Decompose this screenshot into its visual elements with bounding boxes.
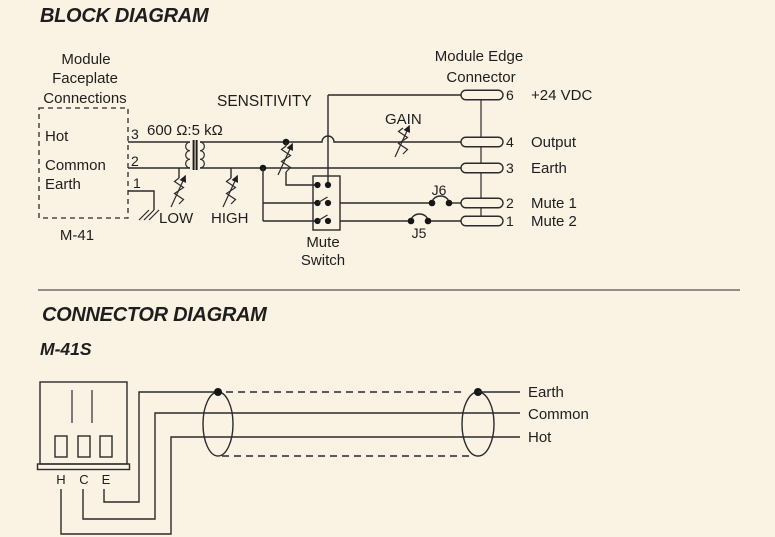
hot-conductor <box>60 436 520 535</box>
edge-pin-2-label: Mute 1 <box>531 195 577 212</box>
edge-connector-heading-line1: Module Edge <box>435 48 523 65</box>
edge-pin-2-number: 2 <box>506 195 514 211</box>
edge-connector-heading-line2: Connector <box>446 69 515 86</box>
faceplate-pin-3-number: 3 <box>131 126 139 142</box>
terminal-e-label: E <box>102 472 111 487</box>
jumper-j6-label: J6 <box>432 182 447 198</box>
mute-switch-label-line2: Switch <box>301 252 345 269</box>
jumper-j5-label: J5 <box>412 225 427 241</box>
faceplate-heading: Module Faceplate Connections <box>43 51 126 107</box>
high-pot-label: HIGH <box>211 210 249 227</box>
transformer-ratio-label: 600 Ω:5 kΩ <box>147 122 223 139</box>
edge-pin-1 <box>460 215 504 227</box>
output-wire <box>200 135 461 143</box>
faceplate-pin-2-number: 2 <box>131 153 139 169</box>
cable-sheath-right <box>461 391 495 457</box>
cable-wiring: Earth Common Hot <box>60 384 589 535</box>
cable-common-label: Common <box>528 406 589 423</box>
gain-label: GAIN <box>385 111 422 128</box>
sensitivity-pot: SENSITIVITY <box>217 93 317 186</box>
faceplate-heading-line2: Faceplate <box>52 70 118 87</box>
mute-switch: Mute Switch <box>259 164 345 269</box>
faceplate-pin-common-label: Common <box>45 157 106 174</box>
edge-pin-6-label: +24 VDC <box>531 87 592 104</box>
jumper-j6: J6 <box>340 182 461 207</box>
faceplate-pin-earth-label: Earth <box>45 176 81 193</box>
switch-blade <box>317 196 328 204</box>
faceplate-pin-hot-label: Hot <box>45 128 69 145</box>
sensitivity-label: SENSITIVITY <box>217 93 312 110</box>
mute-switch-label-line1: Mute <box>306 234 339 251</box>
jumper-j5: J5 <box>340 213 461 241</box>
edge-pin-6 <box>460 89 504 101</box>
faceplate-heading-line1: Module <box>61 51 110 68</box>
high-pot: HIGH <box>211 168 249 227</box>
connector-diagram-title: CONNECTOR DIAGRAM <box>42 304 268 326</box>
low-pot: LOW <box>159 168 194 227</box>
edge-pin-3 <box>460 162 504 174</box>
cable-earth-label: Earth <box>528 384 564 401</box>
connector-module-name: M-41S <box>40 339 92 359</box>
secondary-wires <box>200 94 461 185</box>
gain-pot: GAIN <box>385 111 422 157</box>
cable-hot-label: Hot <box>528 429 552 446</box>
terminal-c-label: C <box>79 472 88 487</box>
edge-pin-2 <box>460 197 504 209</box>
primary-wires <box>128 141 190 221</box>
faceplate-pin-1-number: 1 <box>133 175 141 191</box>
faceplate-module-name: M-41 <box>60 227 94 244</box>
cable-sheath-left <box>202 391 234 457</box>
earth-conductor <box>103 391 214 503</box>
edge-pin-3-number: 3 <box>506 160 514 176</box>
edge-pin-3-label: Earth <box>531 160 567 177</box>
ground-symbol <box>138 209 160 221</box>
edge-pin-4 <box>460 136 504 148</box>
faceplate-heading-line3: Connections <box>43 90 126 107</box>
edge-pin-6-number: 6 <box>506 87 514 103</box>
faceplate-box: Hot Common Earth 3 2 1 M-41 <box>38 107 141 244</box>
edge-pin-4-number: 4 <box>506 134 514 150</box>
switch-blade <box>317 214 328 222</box>
shield-junction-left <box>214 388 222 396</box>
transformer-primary-coil <box>185 141 191 169</box>
common-conductor <box>82 412 520 520</box>
terminal-pin-c <box>77 435 91 458</box>
terminal-h-label: H <box>56 472 65 487</box>
low-pot-label: LOW <box>159 210 194 227</box>
transformer-secondary-coil <box>199 141 205 169</box>
terminal-block: H C E <box>36 381 131 487</box>
terminal-pin-h <box>54 435 68 458</box>
terminal-pin-e <box>99 435 113 458</box>
edge-pin-4-label: Output <box>531 134 577 151</box>
block-diagram-title: BLOCK DIAGRAM <box>40 5 210 27</box>
edge-pin-1-number: 1 <box>506 213 514 229</box>
module-edge-connector: Module Edge Connector 6 4 3 2 1 +24 VDC … <box>435 48 593 230</box>
transformer: 600 Ω:5 kΩ <box>147 122 223 170</box>
edge-pin-1-label: Mute 2 <box>531 213 577 230</box>
